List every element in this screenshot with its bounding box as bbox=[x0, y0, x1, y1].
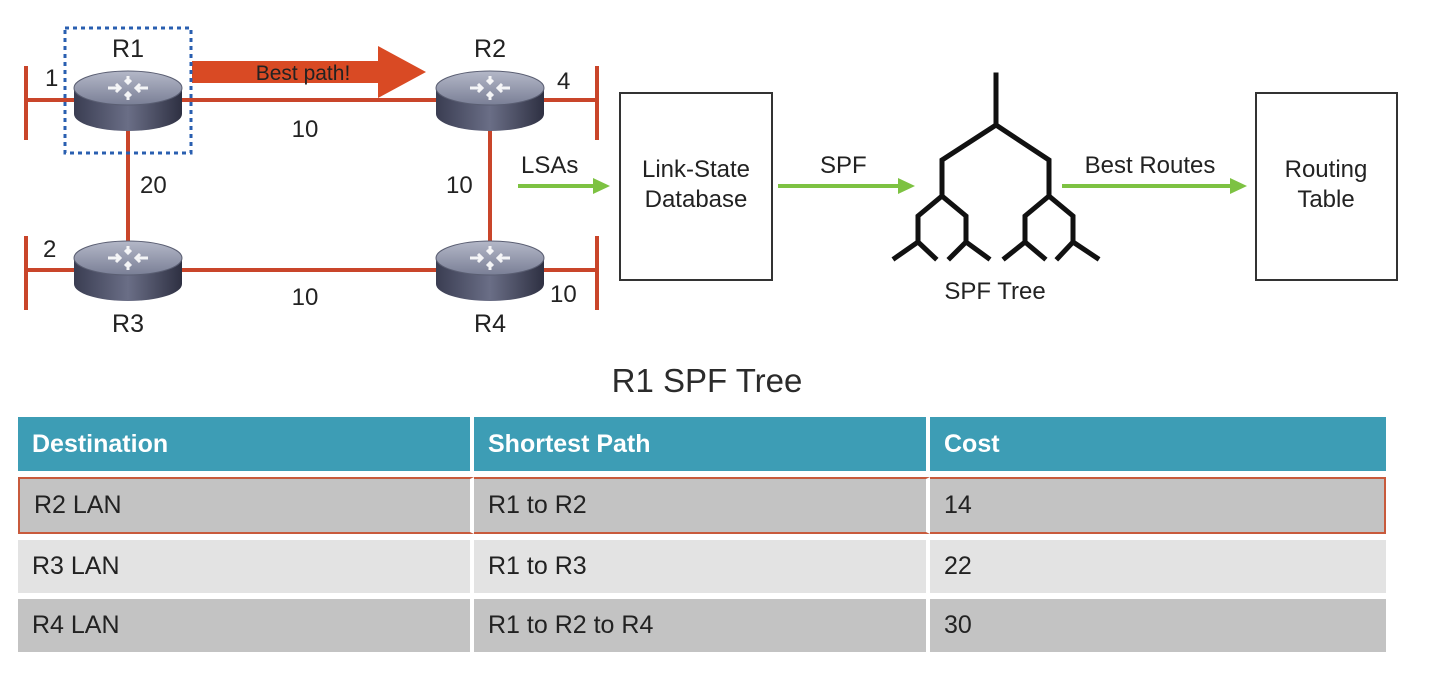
spf-tree-label: SPF Tree bbox=[944, 278, 1045, 305]
link-cost-r2-r4: 10 bbox=[446, 172, 473, 199]
spf-tree-table-title: R1 SPF Tree bbox=[611, 362, 803, 399]
lan-cost-r2: 4 bbox=[557, 68, 570, 95]
lan-cost-r3: 2 bbox=[43, 236, 56, 263]
best-path-label: Best path! bbox=[256, 62, 351, 85]
cell-shortest-path: R1 to R2 bbox=[474, 477, 930, 534]
cell-cost: 22 bbox=[930, 540, 1386, 593]
lan-cost-r1: 1 bbox=[45, 65, 58, 92]
router-r3-label: R3 bbox=[112, 310, 144, 338]
best-path-arrow bbox=[192, 46, 426, 98]
lan-segment-r3 bbox=[24, 236, 76, 310]
best-routes-arrow bbox=[1062, 178, 1247, 194]
cell-destination: R4 LAN bbox=[18, 599, 474, 652]
routing-table-label-line1: Routing bbox=[1285, 156, 1368, 183]
best-routes-label: Best Routes bbox=[1085, 152, 1216, 179]
lan-segment-r2 bbox=[544, 66, 599, 140]
cell-shortest-path: R1 to R3 bbox=[474, 540, 930, 593]
spf-arrow bbox=[778, 178, 915, 194]
routing-table-label-line2: Table bbox=[1297, 186, 1354, 213]
lsdb-label-line1: Link-State bbox=[642, 156, 750, 183]
cell-cost: 14 bbox=[930, 477, 1386, 534]
link-cost-r3-r4: 10 bbox=[292, 284, 319, 311]
cell-shortest-path: R1 to R2 to R4 bbox=[474, 599, 930, 652]
table-header-row: Destination Shortest Path Cost bbox=[18, 417, 1386, 471]
table-row: R4 LAN R1 to R2 to R4 30 bbox=[18, 599, 1386, 652]
lan-segment-r1 bbox=[24, 66, 76, 140]
table-row: R2 LAN R1 to R2 14 bbox=[18, 477, 1386, 534]
routing-table-box bbox=[1255, 92, 1398, 281]
cell-destination: R3 LAN bbox=[18, 540, 474, 593]
lsas-label: LSAs bbox=[521, 152, 578, 179]
router-r3-icon[interactable] bbox=[72, 239, 184, 303]
column-header-destination: Destination bbox=[18, 417, 474, 471]
router-r4-label: R4 bbox=[474, 310, 506, 338]
lsdb-label-line2: Database bbox=[645, 186, 748, 213]
cell-cost: 30 bbox=[930, 599, 1386, 652]
ospf-diagram: Best path! R1 R2 R3 R4 1 4 2 10 10 20 10… bbox=[24, 26, 1398, 338]
column-header-shortest-path: Shortest Path bbox=[474, 417, 930, 471]
router-r1-icon[interactable] bbox=[72, 69, 184, 133]
router-r2-icon[interactable] bbox=[434, 69, 546, 133]
router-r4-icon[interactable] bbox=[434, 239, 546, 303]
link-cost-r1-r3: 20 bbox=[140, 172, 167, 199]
link-cost-r1-r2: 10 bbox=[292, 116, 319, 143]
link-state-database-box bbox=[619, 92, 773, 281]
spf-tree-table: Destination Shortest Path Cost R2 LAN R1… bbox=[18, 411, 1386, 658]
lan-segment-r4 bbox=[544, 236, 599, 310]
router-r1-label: R1 bbox=[112, 35, 144, 63]
table-row: R3 LAN R1 to R3 22 bbox=[18, 540, 1386, 593]
router-r2-label: R2 bbox=[474, 35, 506, 63]
spf-label: SPF bbox=[820, 152, 867, 179]
r1-selection-box bbox=[63, 26, 193, 155]
lsas-arrow bbox=[518, 178, 610, 194]
cell-destination: R2 LAN bbox=[18, 477, 474, 534]
column-header-cost: Cost bbox=[930, 417, 1386, 471]
lan-cost-r4: 10 bbox=[550, 281, 577, 308]
spf-tree-icon bbox=[891, 72, 1101, 262]
